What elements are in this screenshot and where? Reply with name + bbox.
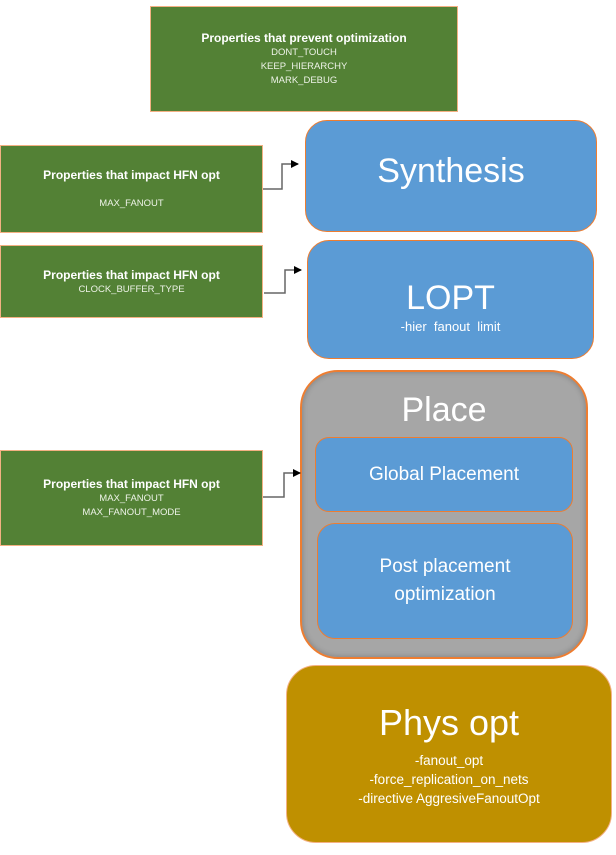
phys-opt-stage: Phys opt -fanout_opt -force_replication_… bbox=[286, 665, 612, 843]
hfn-properties-box-place: Properties that impact HFN opt MAX_FANOU… bbox=[0, 450, 263, 546]
property-dont-touch: DONT_TOUCH bbox=[271, 47, 337, 58]
connector-place bbox=[263, 469, 301, 498]
hfn-properties-box-synthesis: Properties that impact HFN opt MAX_FANOU… bbox=[0, 145, 263, 233]
lopt-option: -hier fanout limit bbox=[400, 318, 501, 334]
hfn-properties-box-lopt: Properties that impact HFN opt CLOCK_BUF… bbox=[0, 245, 263, 318]
property-max-fanout: MAX_FANOUT bbox=[99, 493, 164, 504]
property-max-fanout-mode: MAX_FANOUT_MODE bbox=[82, 507, 181, 518]
lopt-stage: LOPT -hier fanout limit bbox=[307, 240, 594, 359]
prevent-optimization-box: Properties that prevent optimization DON… bbox=[150, 6, 458, 112]
property-keep-hierarchy: KEEP_HIERARCHY bbox=[260, 61, 348, 72]
hfn-box-title: Properties that impact HFN opt bbox=[43, 267, 220, 282]
phys-opt-option-directive: -directive AggresiveFanoutOpt bbox=[358, 790, 540, 806]
post-placement-label: Post placement optimization bbox=[379, 556, 511, 605]
global-placement-label: Global Placement bbox=[369, 463, 519, 485]
hfn-box-title: Properties that impact HFN opt bbox=[43, 168, 220, 182]
connector-synthesis bbox=[263, 160, 299, 190]
post-placement-optimization-step: Post placement optimization bbox=[317, 523, 573, 639]
phys-opt-title: Phys opt bbox=[378, 701, 520, 743]
prevent-box-title: Properties that prevent optimization bbox=[201, 31, 407, 45]
synthesis-title: Synthesis bbox=[377, 152, 525, 190]
phys-opt-option-force-replication: -force_replication_on_nets bbox=[369, 771, 529, 787]
phys-opt-option-fanout: -fanout_opt bbox=[414, 752, 484, 768]
synthesis-stage: Synthesis bbox=[305, 120, 597, 232]
connector-lopt bbox=[264, 266, 302, 294]
property-mark-debug: MARK_DEBUG bbox=[270, 75, 338, 86]
place-title: Place bbox=[401, 391, 487, 429]
global-placement-step: Global Placement bbox=[315, 437, 573, 512]
hfn-box-title: Properties that impact HFN opt bbox=[43, 477, 220, 491]
property-clock-buffer-type: CLOCK_BUFFER_TYPE bbox=[78, 283, 185, 295]
lopt-title: LOPT bbox=[406, 278, 495, 317]
property-max-fanout: MAX_FANOUT bbox=[99, 198, 164, 209]
